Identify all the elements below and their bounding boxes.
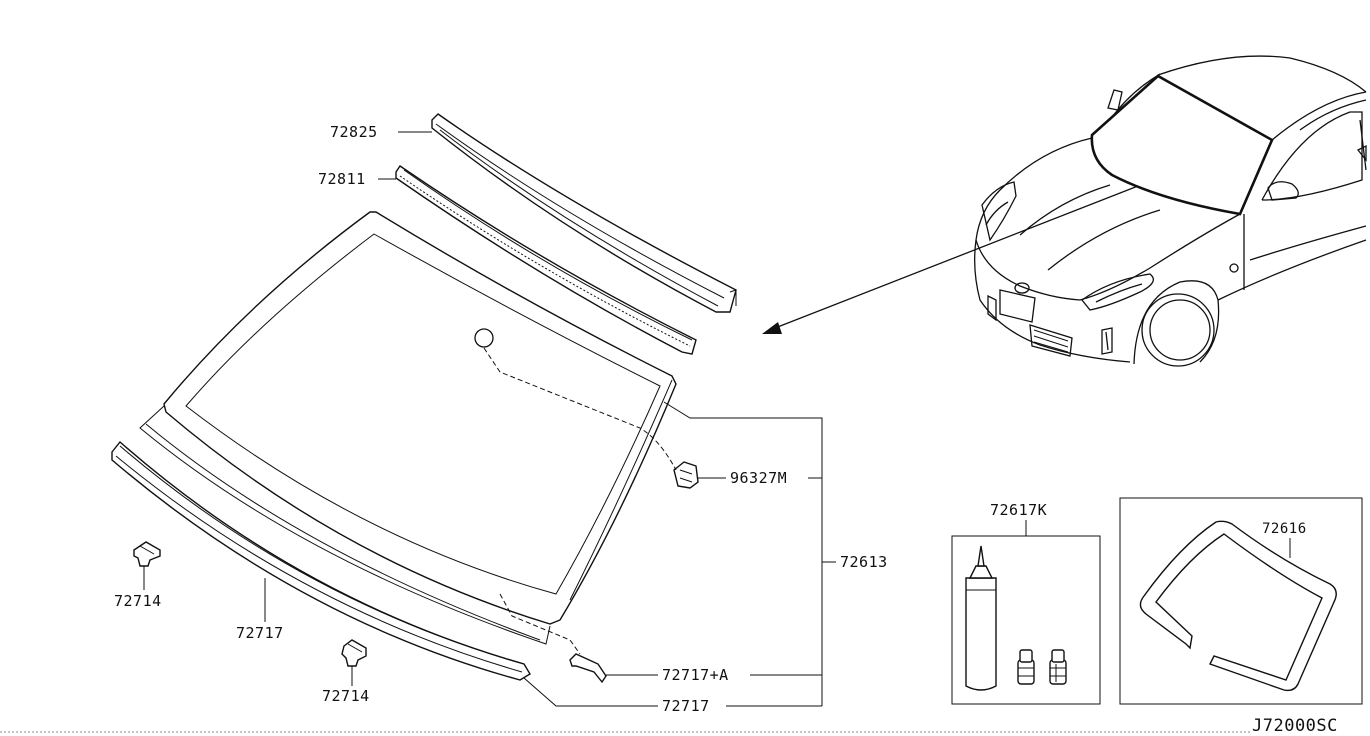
callout-72714-left[interactable]: 72714	[114, 592, 162, 610]
diagram-id: J72000SC	[1252, 716, 1338, 736]
label-72717-bottom: 72717	[662, 697, 710, 715]
car-illustration	[974, 55, 1367, 367]
callout-72617K[interactable]: 72617K	[990, 501, 1047, 536]
callout-72616[interactable]: 72616	[1262, 521, 1307, 558]
adhesive-kit-part[interactable]	[951, 535, 1101, 705]
upper-molding-part[interactable]	[431, 113, 737, 313]
callout-72811[interactable]: 72811	[318, 170, 396, 188]
adhesive-cartridge	[965, 577, 997, 691]
label-96327M: 96327M	[730, 469, 787, 487]
callout-72825[interactable]: 72825	[330, 123, 432, 141]
label-72717-plus-a: 72717+A	[662, 666, 729, 684]
label-72714-left: 72714	[114, 592, 162, 610]
assembly-bracket	[523, 401, 836, 707]
upper-seal-part[interactable]	[395, 165, 697, 355]
callout-72717-left[interactable]: 72717	[236, 578, 284, 642]
side-molding-part[interactable]	[111, 440, 531, 681]
label-72616: 72616	[1262, 521, 1307, 537]
adhesive-kit-box	[951, 535, 1101, 705]
license-plate	[999, 289, 1036, 323]
callout-72613[interactable]: 72613	[840, 553, 888, 571]
spacer-dashed-leader	[499, 593, 581, 655]
location-arrow	[762, 185, 1139, 334]
label-72717-left: 72717	[236, 624, 284, 642]
label-72825: 72825	[330, 123, 378, 141]
primer-bottle-1	[1017, 649, 1035, 685]
windshield-outline	[1090, 74, 1274, 216]
label-72613: 72613	[840, 553, 888, 571]
dam-rubber-box	[1119, 497, 1363, 705]
windshield-glass-part[interactable]	[139, 211, 677, 645]
clip-bottom-part[interactable]	[341, 639, 367, 686]
dam-rubber-part[interactable]	[1119, 497, 1363, 705]
primer-bottle-2	[1049, 649, 1067, 685]
label-72714-bottom: 72714	[322, 687, 370, 705]
label-72811: 72811	[318, 170, 366, 188]
spacer-part[interactable]	[569, 653, 607, 684]
sensor-dashed-leader	[483, 347, 677, 471]
clip-left-part[interactable]	[133, 541, 161, 590]
label-72617K: 72617K	[990, 501, 1047, 519]
callout-72717-bottom[interactable]: 72717	[662, 697, 710, 715]
callout-72714-bottom[interactable]: 72714	[322, 687, 370, 705]
callout-96327M[interactable]: 96327M	[698, 469, 822, 487]
callout-72717-plus-a[interactable]: 72717+A	[662, 666, 729, 684]
sensor-bracket-part[interactable]	[673, 461, 699, 489]
